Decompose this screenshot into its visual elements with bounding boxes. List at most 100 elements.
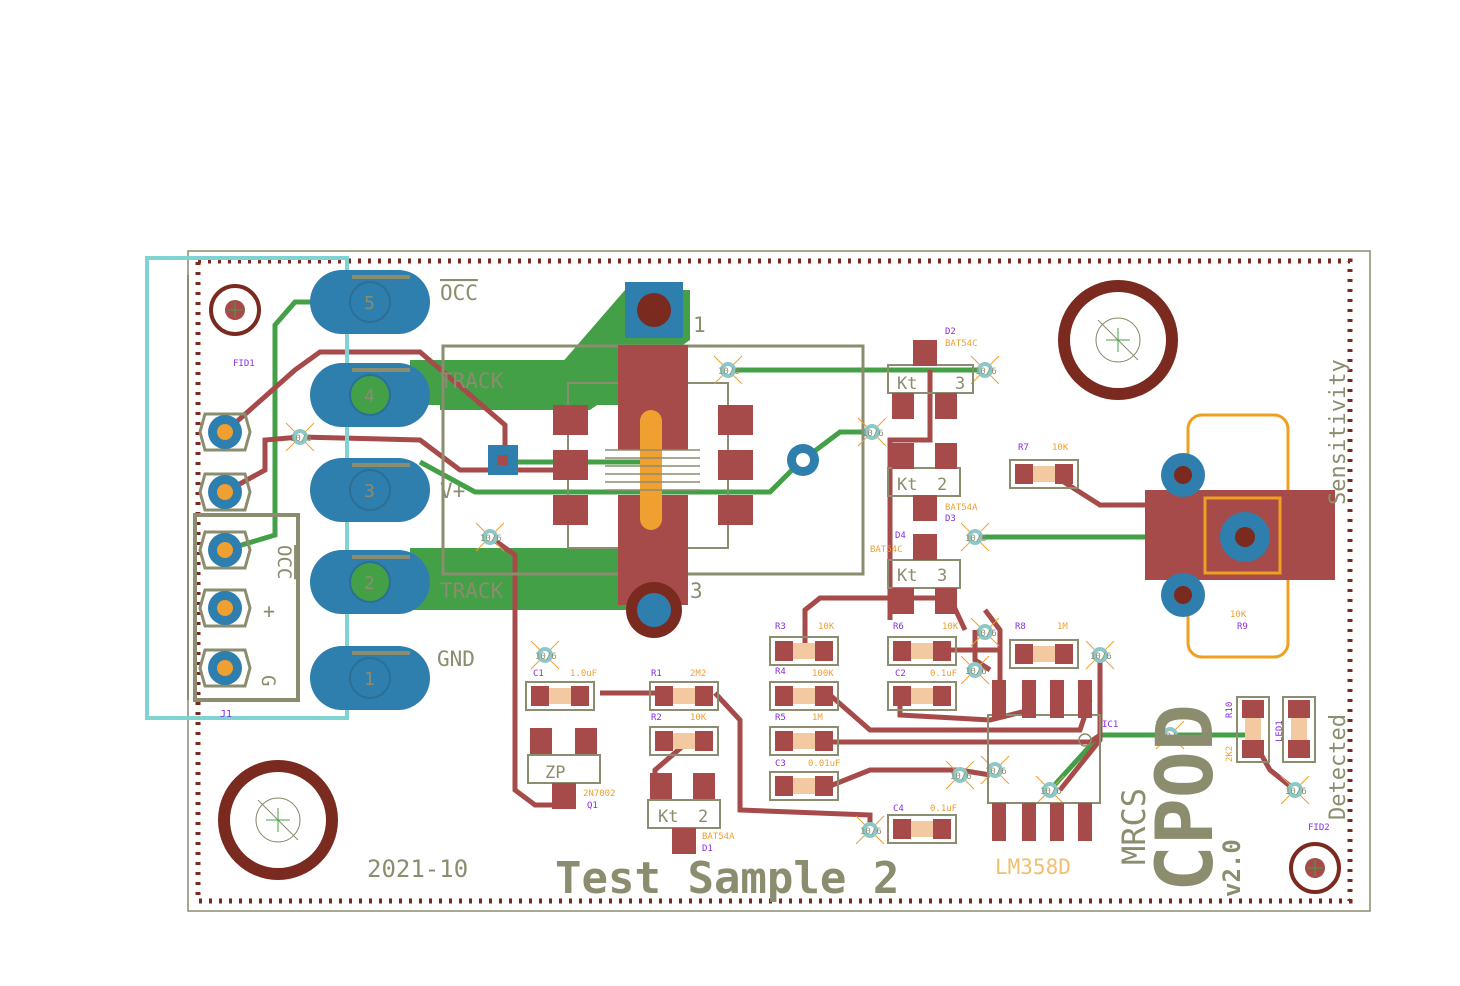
via-label: 10/6 [975, 367, 997, 377]
via: 10/6 [945, 760, 975, 790]
j1-silk-g: G [257, 675, 279, 686]
pin1-label: GND [437, 647, 475, 671]
sensor-pin-1: 1 [693, 313, 706, 337]
r10-value: 2K2 [1225, 746, 1235, 762]
edge-stitch-ring [195, 258, 1353, 904]
via: 10/6 [1155, 720, 1185, 750]
q1-silk: ZP [545, 763, 565, 783]
diode-d3 [887, 443, 961, 521]
via-label: 10/6 [1040, 787, 1062, 797]
c2-ref: C2 [895, 669, 906, 679]
r8-value: 1M [1057, 622, 1068, 632]
d2-ref: D2 [945, 327, 956, 337]
fiducial-fid2 [1289, 842, 1341, 894]
via-label: 10/6 [965, 534, 987, 544]
d3-silk-num: 2 [937, 475, 947, 495]
smd-component [525, 681, 595, 711]
via: 10/6 [285, 422, 315, 452]
d1-silk-num: 2 [698, 807, 708, 827]
smd-component [769, 771, 839, 801]
d1-ref: D1 [702, 844, 713, 854]
c2-value: 0.1uF [930, 669, 957, 679]
r1-value: 2M2 [690, 669, 706, 679]
via-label: 10/6 [1160, 732, 1182, 742]
detected-label: Detected [1326, 714, 1351, 820]
mounting-hole-bottom-left [218, 760, 338, 880]
smd-component [649, 726, 719, 756]
c1-value: 1.0uF [570, 669, 597, 679]
r10-ref: R10 [1225, 702, 1235, 718]
j1-header-pad [198, 530, 252, 570]
brand-text: MRCS [1115, 788, 1153, 865]
via: 10/6 [1280, 775, 1310, 805]
terminal-pin-number: 5 [364, 293, 375, 314]
vias-group: 10/6 10/6 10/6 10/6 10/6 10/6 10/6 10/6 10/6 10/6… [285, 355, 1310, 845]
via-label: 10/6 [862, 429, 884, 439]
c4-ref: C4 [893, 804, 904, 814]
board-title: Test Sample 2 [555, 853, 899, 904]
via: 10/6 [1035, 775, 1065, 805]
terminal-pad-3: 3 [310, 458, 430, 522]
sensor-footprint [441, 282, 865, 638]
d4-silk-num: 3 [937, 566, 947, 586]
c4-value: 0.1uF [930, 804, 957, 814]
via-label: 10/6 [290, 434, 312, 444]
smd-component [1009, 639, 1079, 669]
diode-d4 [887, 534, 961, 614]
via-label: 10/6 [1285, 787, 1307, 797]
r2-ref: R2 [651, 713, 662, 723]
smd-component [887, 814, 957, 844]
terminal-pin-number: 3 [364, 481, 375, 502]
terminal-pad-5: 5 [310, 270, 430, 334]
r4-value: 100K [812, 669, 834, 679]
pin2-label: TRACK [440, 579, 504, 603]
version-text: v2.0 [1218, 839, 1246, 897]
led-and-r10 [1236, 696, 1316, 763]
diode-d2 [887, 340, 974, 419]
terminal-pin-number: 4 [364, 386, 375, 407]
smd-component [887, 681, 957, 711]
j1-header-pad [198, 472, 252, 512]
ic1-ref: IC1 [1102, 720, 1118, 730]
d2-silk-kt: Kt [897, 374, 917, 394]
r6-value: 10K [942, 622, 959, 632]
via-label: 10/6 [975, 629, 997, 639]
r1-ref: R1 [651, 669, 662, 679]
d3-value: BAT54A [945, 503, 978, 513]
d1-silk-kt: Kt [658, 807, 678, 827]
terminal-pad-4: 4 [310, 363, 430, 427]
c1-ref: C1 [533, 669, 544, 679]
ic-lm358d [987, 680, 1101, 841]
r6-ref: R6 [893, 622, 904, 632]
j1-header-pad [198, 412, 252, 452]
potentiometer-r9 [1145, 413, 1335, 659]
terminal-pin-number: 2 [364, 573, 375, 594]
smd-component [649, 681, 719, 711]
led-ref: LED1 [1275, 720, 1285, 742]
via: 10/6 [980, 755, 1010, 785]
via-label: 10/6 [965, 667, 987, 677]
j1-header-pad [198, 648, 252, 688]
j1-ref: J1 [220, 709, 232, 720]
smd-parts [525, 459, 1079, 844]
via: 10/6 [713, 355, 743, 385]
smd-component [769, 636, 839, 666]
via-label: 10/6 [985, 767, 1007, 777]
mounting-hole-top-right [1058, 280, 1178, 400]
via: 10/6 [1085, 640, 1115, 670]
r3-ref: R3 [775, 622, 786, 632]
diode-d1 [647, 773, 721, 854]
j1-silk-plus: + [263, 599, 275, 623]
via: 10/6 [960, 655, 990, 685]
r7-value: 10K [1052, 443, 1069, 453]
r9-value: 10K [1230, 610, 1247, 620]
smd-component [769, 726, 839, 756]
d4-value: BAT54C [870, 545, 903, 555]
via: 10/6 [855, 815, 885, 845]
via-label: 10/6 [1090, 652, 1112, 662]
j1-silk-occ: OCC [273, 545, 295, 579]
transistor-q1 [527, 728, 601, 809]
via-label: 10/6 [950, 772, 972, 782]
